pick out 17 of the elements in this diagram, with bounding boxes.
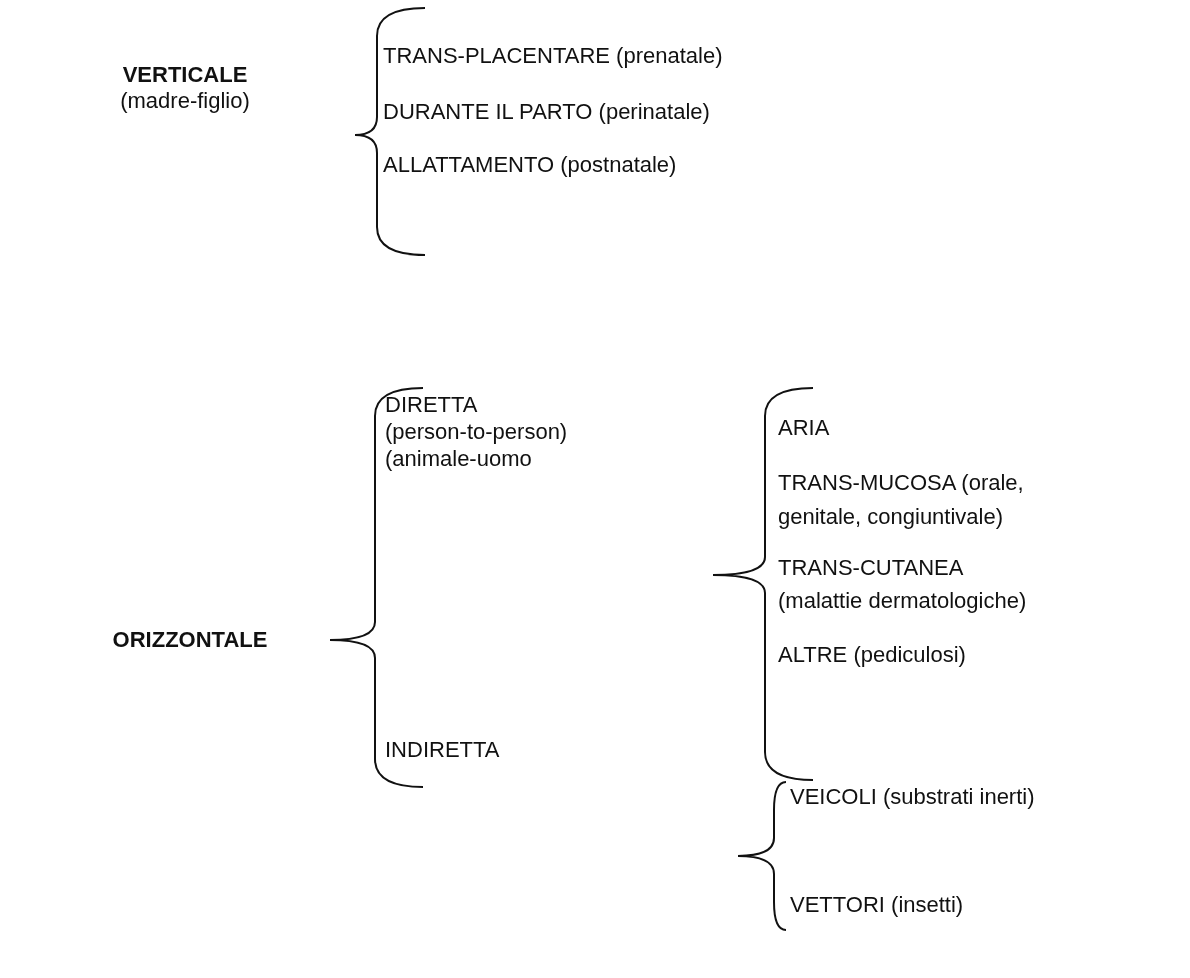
note-text: (animale-uomo bbox=[385, 445, 532, 473]
note-text: (malattie dermatologiche) bbox=[778, 587, 1027, 615]
category-heading: VERTICALE bbox=[121, 61, 249, 89]
list-item: TRANS-MUCOSA (orale, genitale, congiuntivale) bbox=[778, 469, 1025, 531]
list-item: DURANTE IL PARTO (perinatale) bbox=[383, 98, 710, 126]
list-item: VETTORI (insetti) bbox=[790, 891, 964, 919]
category-heading: ORIZZONTALE bbox=[111, 626, 269, 654]
list-item: VEICOLI (substrati inerti) bbox=[790, 783, 1035, 811]
list-item: TRANS-PLACENTARE (prenatale) bbox=[383, 42, 723, 70]
note-text: (person-to-person) bbox=[385, 418, 568, 446]
list-item: DIRETTA bbox=[385, 391, 478, 419]
list-item: ARIA bbox=[778, 414, 830, 442]
list-item: ALTRE (pediculosi) bbox=[778, 641, 966, 669]
list-item: ALLATTAMENTO (postnatale) bbox=[383, 151, 677, 179]
list-item: TRANS-CUTANEA bbox=[778, 554, 964, 582]
subtitle-text: (madre-figlio) bbox=[119, 87, 251, 115]
list-item: INDIRETTA bbox=[385, 736, 500, 764]
